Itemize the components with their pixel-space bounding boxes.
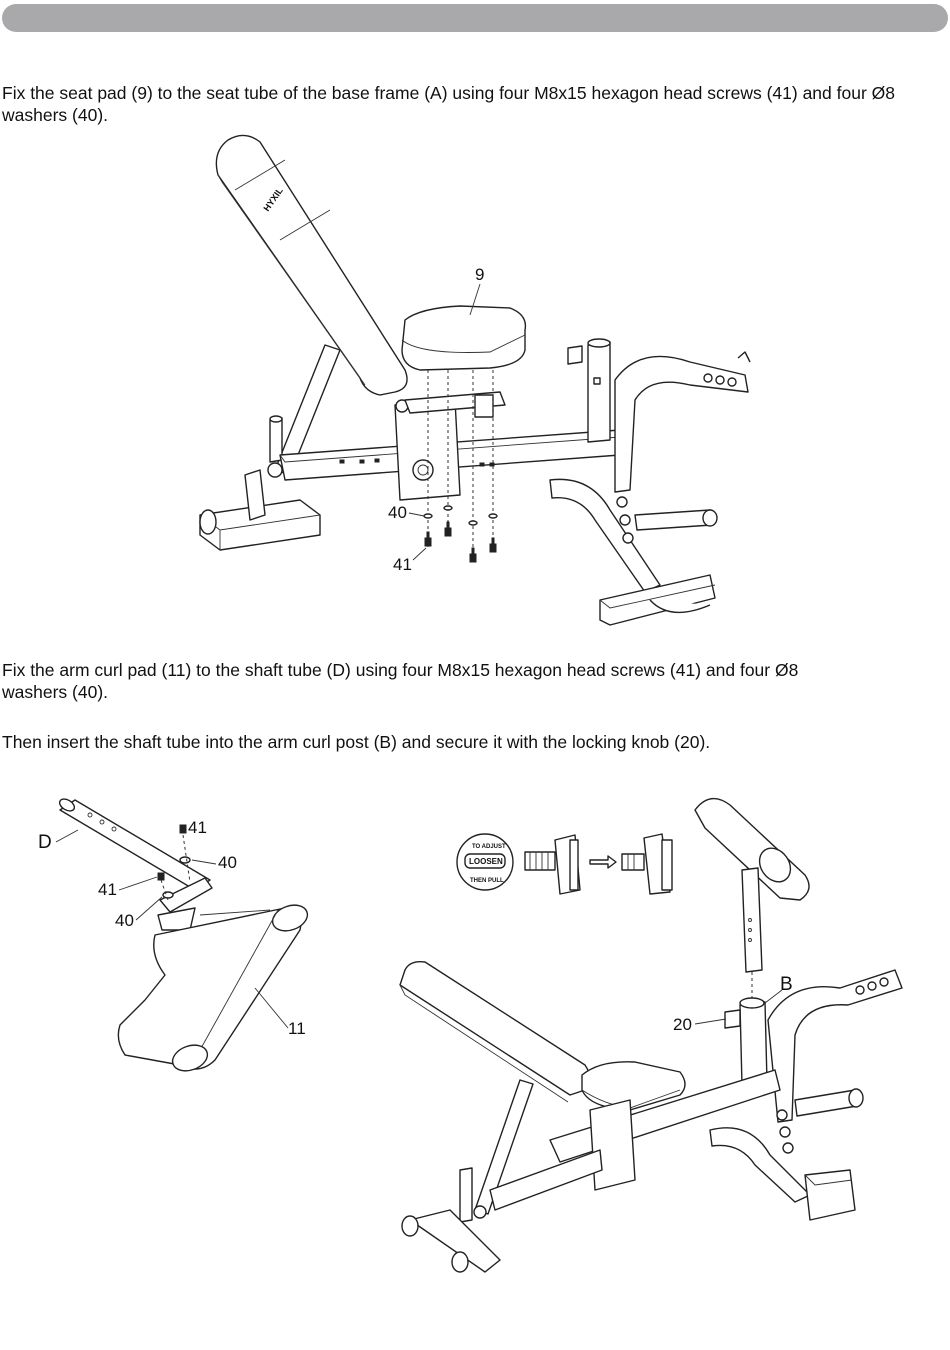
callout-screw-41: 41 [393,555,412,574]
seat-pad-assembly-figure: HYXIL 9 40 41 [199,134,751,626]
step1-instruction: Fix the seat pad (9) to the seat tube of… [2,83,895,125]
callout-washer-40-b: 40 [115,911,134,930]
callout-knob-20: 20 [673,1015,692,1034]
step2-instruction-2: Then insert the shaft tube into the arm … [2,732,711,752]
callout-pad-11: 11 [288,1019,306,1038]
callout-shaft-tube-D: D [38,832,52,853]
locking-knob-label: TO ADJUST LOOSEN THEN PULL [456,833,514,891]
callout-washer-40-a: 40 [218,853,237,872]
section-header-bar [2,4,948,32]
callout-screw-41-b: 41 [98,880,117,899]
callout-washer-40: 40 [388,503,407,522]
step2-instruction: Fix the arm curl pad (11) to the shaft t… [2,660,799,702]
knob-label-center: LOOSEN [469,857,503,866]
arm-curl-pad-figure: D 41 40 41 40 11 [38,798,309,1072]
locking-knob-sequence [524,833,673,895]
callout-post-B: B [780,974,793,995]
knob-label-top: TO ADJUST [472,844,506,850]
callout-screw-41-a: 41 [188,818,207,837]
knob-label-bottom: THEN PULL [470,878,504,884]
arm-curl-installation-figure: TO ADJUST LOOSEN THEN PULL 20 B [399,797,903,1273]
callout-seat-pad-9: 9 [475,265,484,284]
